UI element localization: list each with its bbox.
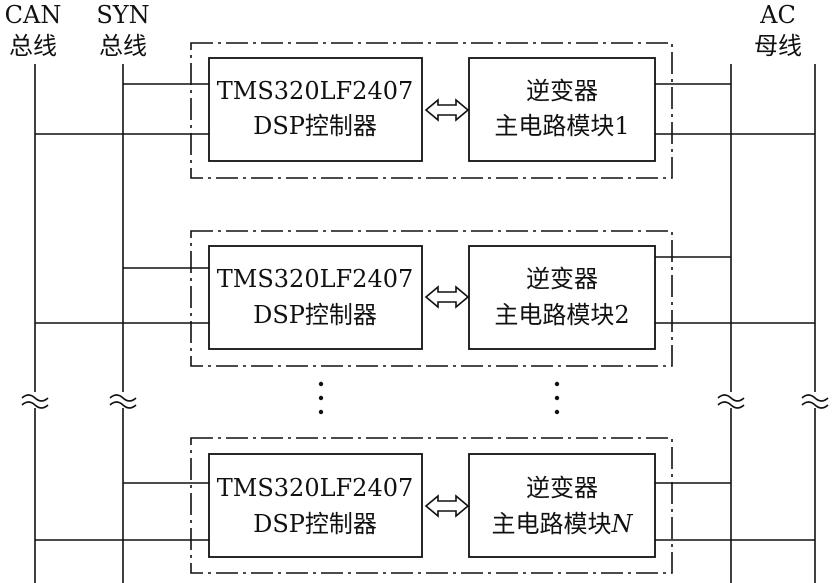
module-2-bidirectional-arrow — [424, 285, 470, 309]
ac-bus-label-line2: 母线 — [754, 32, 802, 60]
ac-bus-label-line1: AC — [759, 1, 796, 29]
module-n-inverter-label-text: 主电路模块 — [492, 510, 612, 538]
module-n-dsp-label: DSP控制器 — [253, 510, 377, 538]
bus-break-symbols — [21, 392, 829, 409]
module-2-dsp-model: TMS320LF2407 — [217, 265, 414, 293]
ellipsis-dsp — [318, 381, 324, 415]
module-1-outer-frame — [190, 42, 673, 179]
ac-bus-break-1 — [717, 392, 745, 409]
can-bus-break — [21, 392, 49, 409]
module-1-dsp-model: TMS320LF2407 — [217, 77, 414, 105]
module-n-inverter-box — [468, 453, 656, 558]
module-n: TMS320LF2407 DSP控制器 逆变器 主电路模块N — [35, 437, 815, 574]
syn-bus-break — [109, 392, 137, 409]
module-n-dsp-model: TMS320LF2407 — [217, 474, 414, 502]
module-1-bidirectional-arrow — [424, 98, 470, 122]
syn-bus-label: SYN 总线 — [96, 1, 149, 60]
module-2-outer-frame — [190, 230, 673, 367]
module-2-inverter-label: 主电路模块2 — [494, 301, 629, 329]
ac-bus-label: AC 母线 — [754, 1, 802, 60]
module-1-inverter-title: 逆变器 — [526, 77, 598, 105]
module-n-inverter-title: 逆变器 — [526, 474, 598, 502]
module-1-dsp-controller-box — [208, 57, 423, 162]
can-bus-label-line2: 总线 — [9, 32, 57, 60]
module-n-inverter-label: 主电路模块N — [492, 510, 634, 538]
can-bus-label-line1: CAN — [5, 1, 62, 29]
syn-bus-label-line2: 总线 — [99, 32, 147, 60]
module-1: TMS320LF2407 DSP控制器 逆变器 主电路模块1 — [35, 42, 815, 179]
module-1-dsp-label: DSP控制器 — [253, 112, 377, 140]
module-2-inverter-box — [468, 245, 656, 350]
module-n-dsp-controller-box — [208, 453, 423, 558]
module-2: TMS320LF2407 DSP控制器 逆变器 主电路模块2 — [35, 230, 815, 367]
module-n-inverter-label-index: N — [611, 510, 634, 538]
module-n-outer-frame — [190, 437, 673, 574]
ellipsis-inverter — [554, 381, 560, 415]
module-2-dsp-controller-box — [208, 245, 423, 350]
module-n-bidirectional-arrow — [424, 494, 470, 518]
syn-bus-label-line1: SYN — [96, 1, 149, 29]
module-2-inverter-title: 逆变器 — [526, 265, 598, 293]
can-bus-label: CAN 总线 — [5, 1, 62, 60]
module-1-inverter-box — [468, 57, 656, 162]
ac-bus-break-2 — [801, 392, 829, 409]
module-2-dsp-label: DSP控制器 — [253, 301, 377, 329]
module-1-inverter-label: 主电路模块1 — [494, 112, 629, 140]
